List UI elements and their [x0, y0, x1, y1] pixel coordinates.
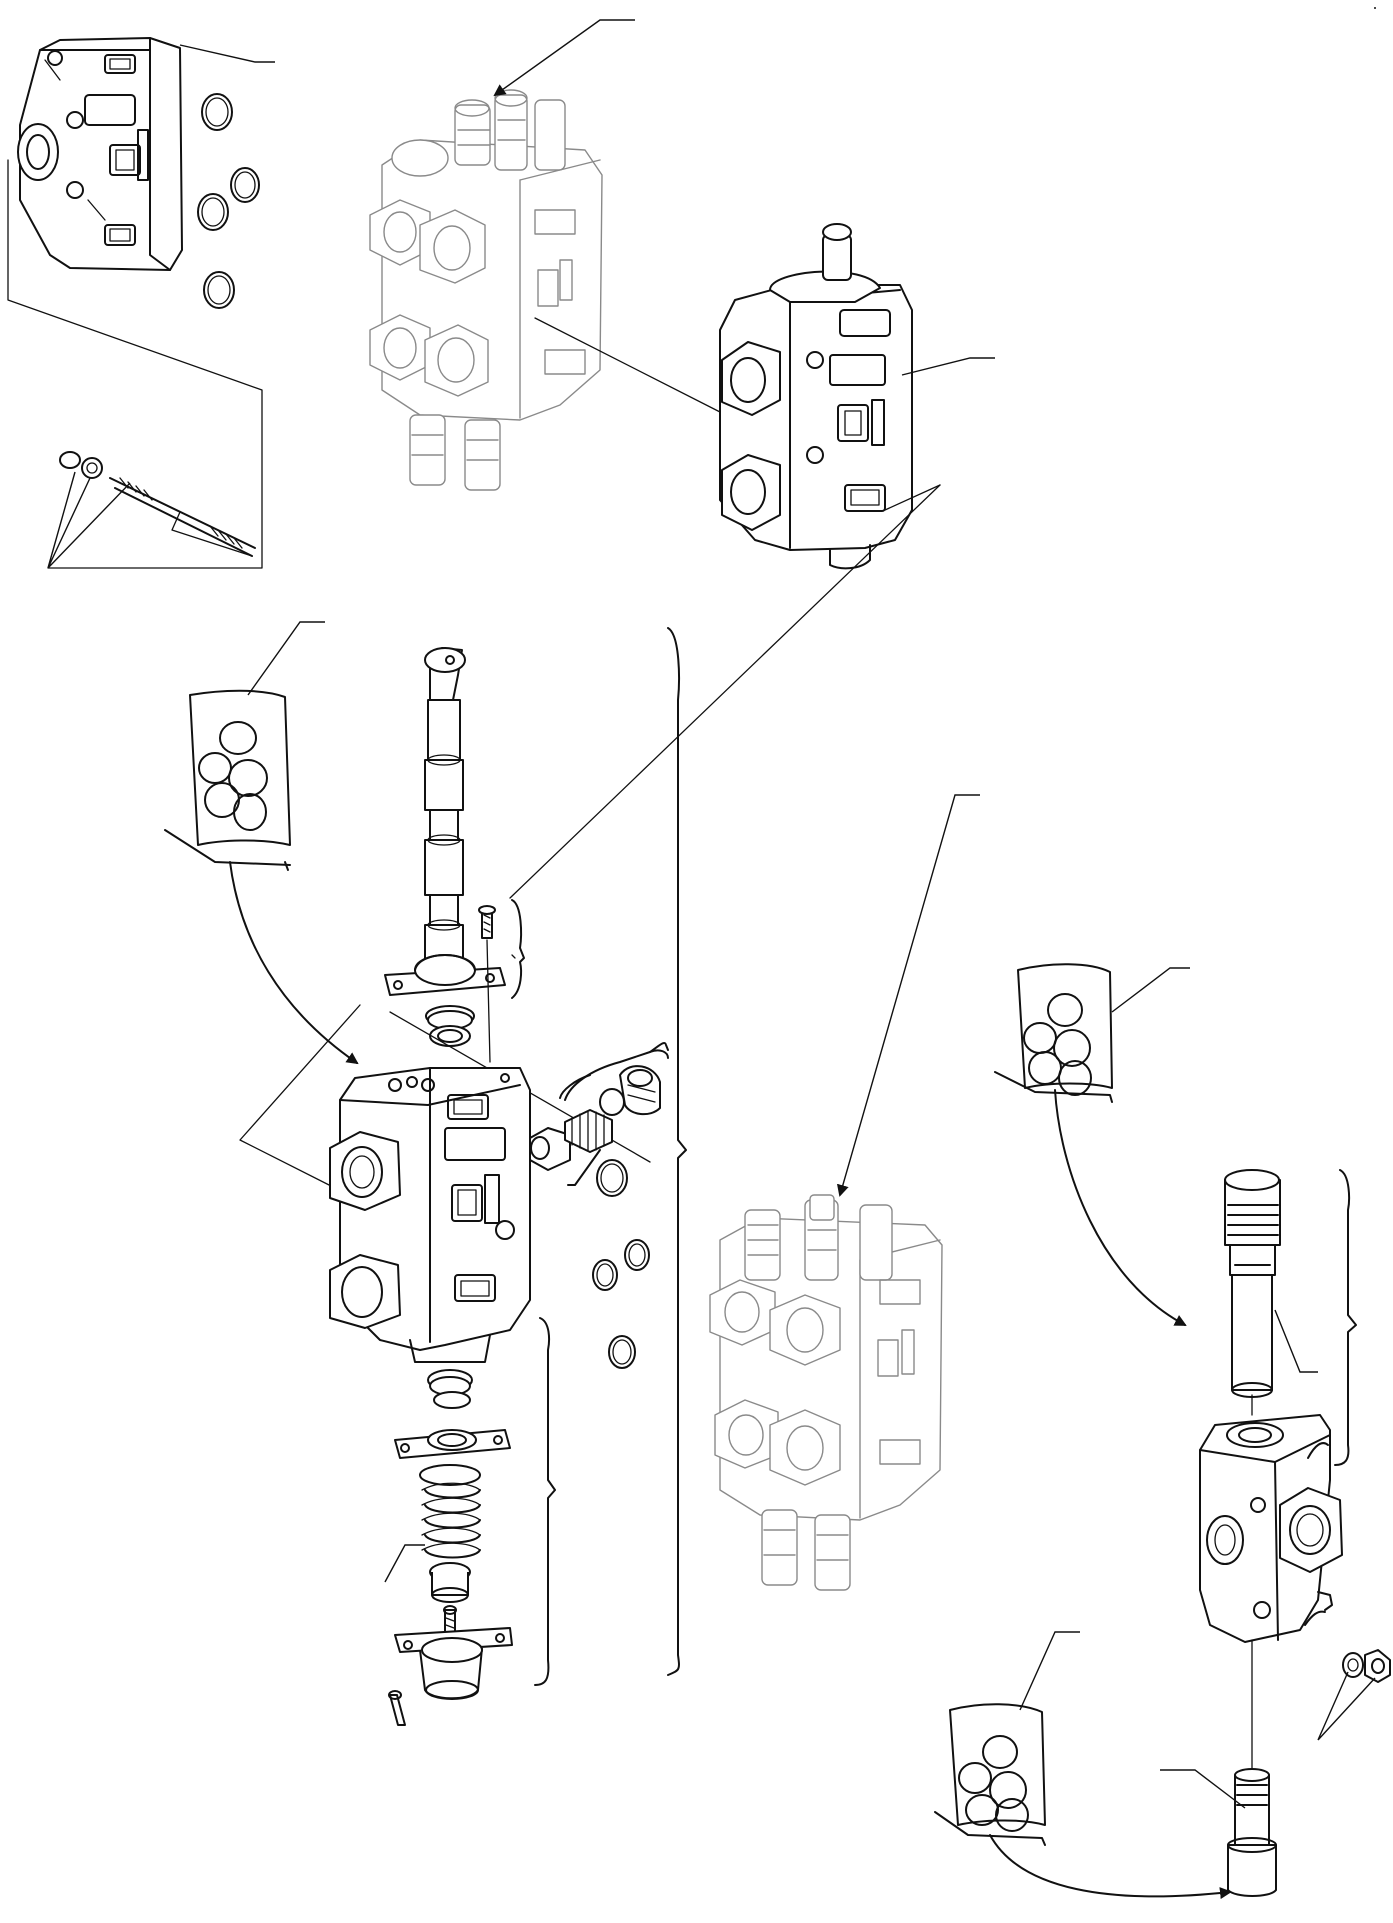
check-valve	[529, 1042, 669, 1197]
valve-section-upper	[719, 223, 995, 570]
control-spool	[424, 647, 466, 981]
o-ring-group-top	[197, 93, 260, 309]
tie-rod-kit	[47, 451, 256, 569]
seal-kit-bottom	[934, 1631, 1232, 1900]
centering-spring	[384, 1369, 511, 1641]
nut-washer	[1317, 1649, 1391, 1741]
valve-body	[329, 1067, 531, 1363]
outlet-end-cover	[1199, 1394, 1343, 1643]
plug	[1160, 1768, 1277, 1897]
end-cover-inlet	[17, 37, 275, 271]
valve-assembly-lower-reference	[709, 1194, 943, 1591]
seal-kit-upper	[164, 621, 359, 1065]
o-ring-group-middle	[592, 1239, 650, 1369]
valve-assembly-reference	[369, 89, 603, 491]
seal-kit-right	[994, 963, 1190, 1326]
relief-valve-cartridge	[1224, 1169, 1318, 1398]
spring-cap	[388, 1627, 513, 1726]
spool-seal	[384, 905, 506, 1063]
